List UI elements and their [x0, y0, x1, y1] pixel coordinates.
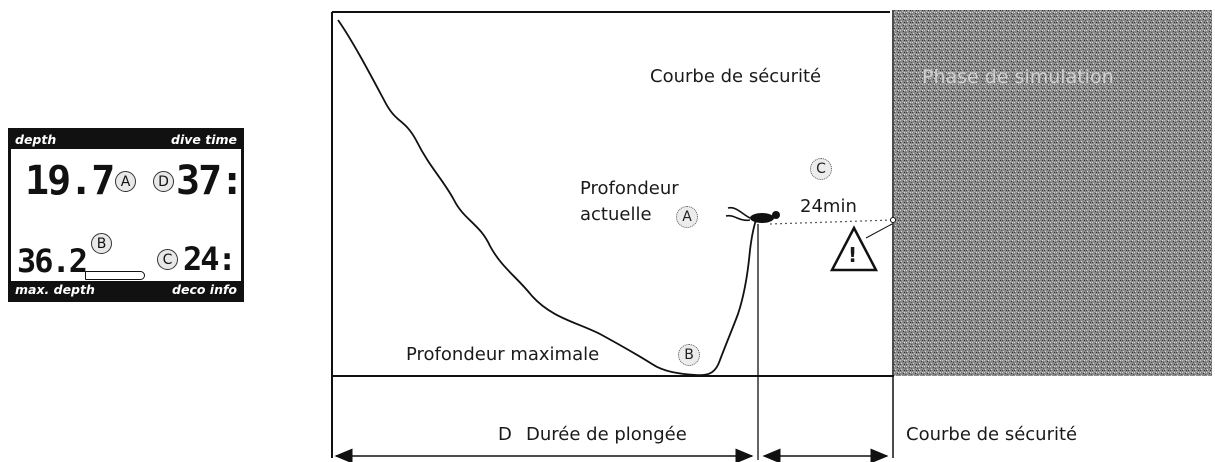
- deco-info-label: deco info: [172, 282, 237, 297]
- deco-dotted-line: [769, 219, 894, 225]
- simulation-zone: [894, 10, 1212, 376]
- diagram-drawing: [331, 10, 1212, 462]
- dive-profile-curve: [337, 19, 757, 377]
- marker-b: B: [678, 344, 700, 366]
- deco-end-dot: [890, 217, 896, 223]
- dive-duration-label: Durée de plongée: [526, 424, 687, 445]
- deco-time-value: 24:: [183, 240, 237, 278]
- safety-curve-bottom-label: Courbe de sécurité: [906, 424, 1078, 445]
- lcd-badge-d: D: [153, 171, 174, 192]
- warning-exclamation: !: [848, 243, 858, 267]
- dive-computer-display: depth dive time 19.7 A D 37: B 36.2 C 24…: [8, 128, 244, 302]
- marker-c: C: [810, 158, 832, 180]
- dive-time-value: 37:: [176, 158, 244, 204]
- dive-duration-letter: D: [498, 424, 512, 445]
- current-depth-label-line1: Profondeur: [580, 178, 679, 199]
- dive-time-label: dive time: [171, 132, 237, 147]
- ascent-arrow-icon: [85, 271, 145, 280]
- dive-profile-diagram: Courbe de sécurité Phase de simulation P…: [330, 0, 1215, 462]
- safety-curve-title: Courbe de sécurité: [650, 66, 822, 87]
- warning-triangle-icon: [829, 223, 893, 272]
- max-depth-label: max. depth: [15, 282, 95, 297]
- lcd-top-bar: depth dive time: [11, 131, 241, 149]
- simulation-phase-label: Phase de simulation: [922, 66, 1114, 88]
- max-depth-value: 36.2: [17, 242, 88, 280]
- max-depth-label: Profondeur maximale: [406, 344, 600, 365]
- lcd-badge-a: A: [115, 171, 136, 192]
- lcd-badge-c: C: [157, 249, 178, 270]
- deco-time-label: 24min: [800, 196, 857, 217]
- lcd-badge-b: B: [91, 233, 112, 254]
- lcd-bottom-bar: max. depth deco info: [11, 281, 241, 299]
- diver-icon: [725, 206, 780, 223]
- current-depth-value: 19.7: [25, 158, 115, 204]
- marker-a: A: [676, 206, 698, 228]
- current-depth-label-line2: actuelle: [580, 204, 652, 225]
- depth-label: depth: [15, 132, 57, 147]
